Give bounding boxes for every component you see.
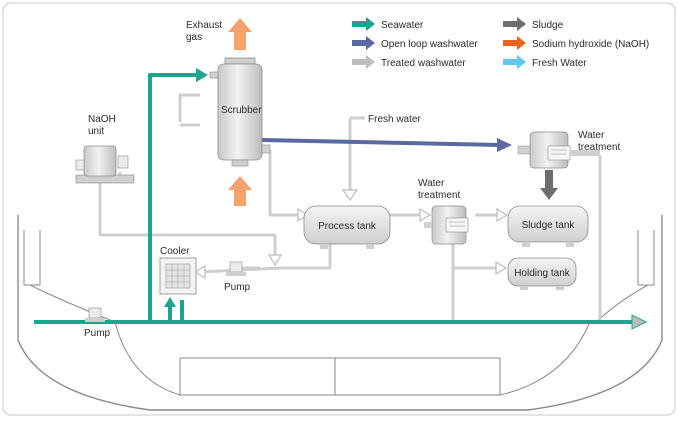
naoh-unit [75,145,135,184]
holding-tank-label: Holding tank [514,268,571,279]
legend-label: Treated washwater [381,58,466,69]
legend-label: Sludge [532,20,564,31]
pump-bottom [85,307,105,322]
legend-label: Open loop washwater [381,39,478,50]
cooler-unit [159,257,197,295]
legend-item-freshwater: Fresh Water [503,55,587,69]
exhaust-arrow-inlet [228,176,252,206]
process-tank-label: Process tank [318,221,377,232]
legend-label: Seawater [381,20,424,31]
ship-hull [17,215,663,411]
water-treatment-top [517,131,600,169]
discharge-arrow [631,314,648,330]
legend: Seawater Open loop washwater Treated was… [352,17,649,69]
seawater-arrow-cooler [164,297,176,307]
naoh-label-2: unit [88,126,104,137]
scrubber-label: Scrubber [221,105,262,116]
legend-label: Fresh Water [532,58,587,69]
pump-mid-label: Pump [224,282,251,293]
scrubber-unit [209,57,271,167]
water-treatment-top-label-1: Water [578,130,605,141]
seawater-arrow-scrubber [196,68,208,82]
treated-washwater-pipes [98,93,602,320]
naoh-label-1: NaOH [88,114,116,125]
legend-label: Sodium hydroxide (NaOH) [532,39,649,50]
sludge-arrow [540,170,558,200]
water-treatment-mid-label-1: Water [418,178,445,189]
legend-item-naoh: Sodium hydroxide (NaOH) [503,36,649,50]
sludge-tank-label: Sludge tank [522,220,576,231]
open-loop-pipe [261,138,501,147]
diagram-labels: Exhaust gas Scrubber NaOH unit Fresh wat… [84,20,620,339]
flow-arrowheads-grey [193,189,509,280]
legend-item-open-loop: Open loop washwater [352,36,478,50]
seawater-pipes [34,73,640,324]
holding-tank [507,257,577,290]
cooler-label: Cooler [160,246,190,257]
water-treatment-top-label-2: treatment [578,142,620,153]
pump-mid [226,261,246,276]
water-treatment-mid-label-2: treatment [418,190,460,201]
sludge-tank [507,205,589,247]
exhaust-arrow-top [228,18,252,50]
exhaust-label-2: gas [186,32,202,43]
legend-item-seawater: Seawater [352,17,424,31]
fresh-water-label: Fresh water [368,114,421,125]
pump-bottom-label: Pump [84,328,111,339]
water-treatment-mid [424,205,469,245]
process-tank [303,205,391,249]
legend-item-sludge: Sludge [503,17,564,31]
exhaust-label-1: Exhaust [186,20,222,31]
legend-item-treated: Treated washwater [352,55,466,69]
open-loop-arrow [497,138,512,152]
